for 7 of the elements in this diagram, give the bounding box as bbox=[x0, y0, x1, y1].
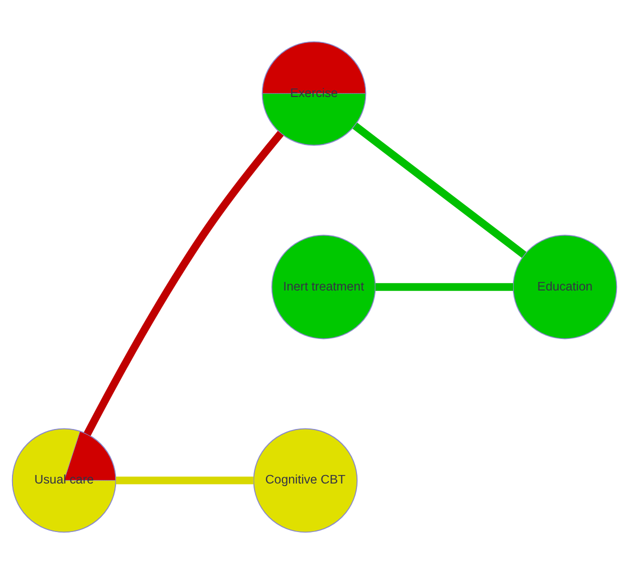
node-circle: Cognitive CBT bbox=[253, 428, 358, 533]
connector bbox=[84, 130, 284, 436]
node-circle: Inert treatment bbox=[271, 234, 376, 340]
node-circle: Education bbox=[512, 234, 618, 340]
connector bbox=[352, 122, 526, 258]
connector bbox=[116, 476, 254, 484]
connector bbox=[375, 283, 514, 291]
